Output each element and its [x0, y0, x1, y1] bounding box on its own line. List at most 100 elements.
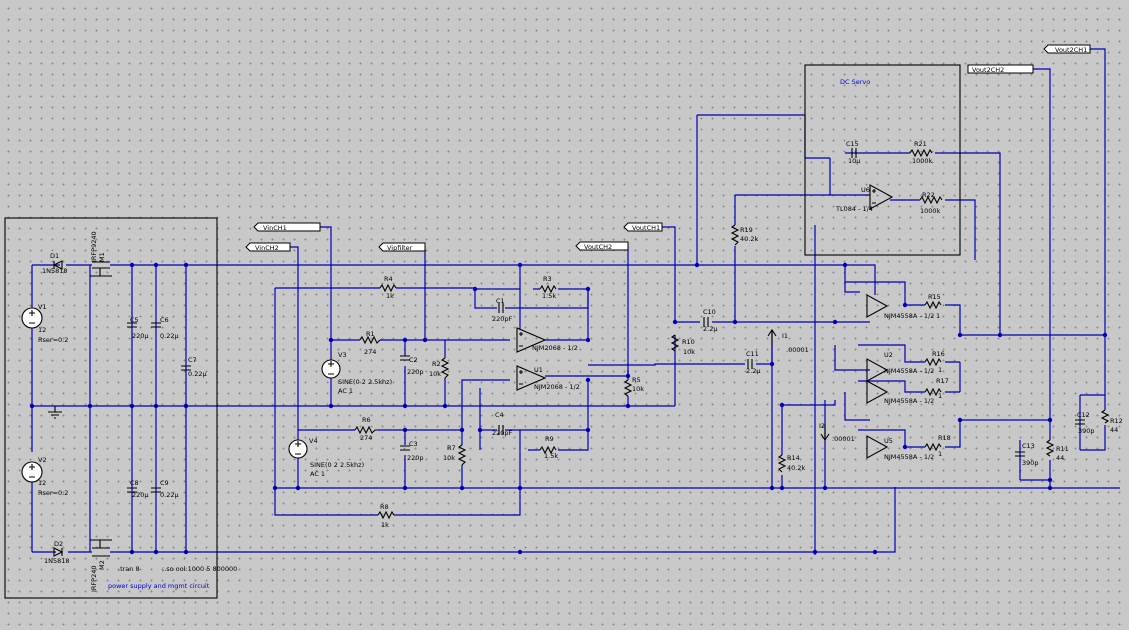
capacitor-c7-icon [181, 365, 191, 371]
r11-ref: R11 [1056, 445, 1069, 453]
c12-value: 390p [1078, 427, 1095, 435]
c8-value: 220µ [132, 491, 149, 499]
v3-extra: AC 1 [338, 387, 353, 395]
c11-value: 2.2µ [746, 367, 760, 375]
resistor-r19-icon [730, 224, 740, 246]
r9-ref: R9 [545, 435, 554, 443]
c8-ref: C8 [130, 479, 139, 487]
m1-value: IRFP9240 [90, 231, 98, 262]
c1-ref: C1 [496, 297, 505, 305]
resistor-r1-icon [359, 335, 381, 345]
c5-ref: C5 [130, 316, 139, 324]
v3-ref: V3 [338, 351, 347, 359]
i1-value: .00001 [786, 346, 809, 354]
c3-value: 220p [407, 454, 424, 462]
signal-source-v4-icon [288, 439, 308, 459]
r4-value: 1k [386, 292, 394, 300]
r15-ref: R15 [928, 293, 941, 301]
c7-ref: C7 [188, 356, 197, 364]
resistor-r7-icon [457, 444, 467, 466]
capacitor-c12-icon [1075, 419, 1085, 425]
r12-ref: R12 [1110, 417, 1123, 425]
junctions [29, 262, 1108, 555]
capacitor-c8-icon [127, 487, 137, 493]
c15-ref: C15 [846, 140, 859, 148]
opamp-b-icon [866, 380, 889, 404]
mosfet-m1-icon [90, 261, 112, 277]
capacitor-c4-icon [498, 425, 504, 435]
u2-value: NJM4558A - 1/2 [884, 367, 934, 375]
opamp-u1-icon [516, 365, 547, 391]
current-source-i2-icon [820, 425, 830, 441]
tran-directive[interactable]: .tran 8 [118, 565, 140, 573]
r5-ref: R5 [632, 376, 641, 384]
r16-value: 1 [938, 366, 942, 374]
r3-value: 1.5k [542, 292, 556, 300]
r21-value: 1000k [912, 157, 933, 165]
c13-ref: C13 [1022, 442, 1035, 450]
net-label-vout2ch2[interactable]: Vout2CH2 [967, 64, 1034, 74]
svg-text:VoutCH1: VoutCH1 [632, 224, 660, 232]
net-label-vipfilter[interactable]: Vipfilter [378, 242, 426, 252]
capacitor-c9-icon [151, 487, 161, 493]
dc-servo-block [804, 64, 961, 256]
c15-value: 10µ [848, 157, 860, 165]
r22-value: 1000k [920, 207, 941, 215]
m2-ref: M2 [98, 560, 106, 570]
r7-ref: R7 [447, 444, 456, 452]
r17-value: 1 [938, 392, 942, 400]
r6-value: 274 [360, 434, 372, 442]
r19-ref: R19 [740, 226, 753, 234]
capacitor-c5-icon [127, 322, 137, 328]
net-label-vinch1[interactable]: VinCH1 [253, 222, 321, 232]
svg-text:VoutCH2: VoutCH2 [584, 243, 612, 251]
r8-value: 1k [381, 521, 389, 529]
r12-value: 44 [1110, 426, 1118, 434]
r10-ref: R10 [682, 338, 695, 346]
svg-text:VinCH2: VinCH2 [255, 244, 279, 252]
u6-value: TL084 - 1/4 [835, 205, 873, 213]
c4-ref: C4 [495, 411, 504, 419]
net-label-voutch2[interactable]: VoutCH2 [575, 241, 629, 251]
resistor-r21-icon [909, 148, 933, 158]
resistor-r2-icon [440, 357, 450, 379]
r18-ref: R18 [938, 434, 951, 442]
net-label-vout2ch1[interactable]: Vout2CH1 [1043, 44, 1091, 54]
capacitor-c3-icon [400, 445, 410, 451]
options-directive[interactable]: ;.so ool:1000 5 800000 [162, 565, 237, 573]
r10-value: 10k [683, 348, 695, 356]
r7-value: 10k [443, 454, 455, 462]
i2-value: .00001 [832, 435, 855, 443]
net-label-vinch2[interactable]: VinCH2 [245, 242, 291, 252]
net-label-voutch1[interactable]: VoutCH1 [623, 222, 663, 232]
mosfet-m2-icon [90, 539, 112, 557]
c7-value: 0.22µ [188, 370, 207, 378]
signal-source-v3-icon [321, 359, 341, 379]
resistor-r8-icon [377, 510, 395, 520]
opamp-u2-icon [866, 358, 889, 382]
diode-d1-icon [52, 260, 63, 270]
c11-ref: C11 [746, 350, 759, 358]
d1-ref: D1 [50, 252, 59, 260]
c13-value: 390p [1022, 459, 1039, 467]
resistor-r6-icon [354, 425, 378, 435]
resistor-r11-icon [1045, 439, 1055, 457]
capacitor-c15-icon [851, 148, 857, 158]
d2-value: 1N5818 [44, 557, 70, 565]
c6-ref: C6 [160, 316, 169, 324]
c10-ref: C10 [703, 308, 716, 316]
svg-text:Vout2CH2: Vout2CH2 [972, 66, 1004, 74]
u1-value: NJM2068 - 1/2 [534, 383, 580, 391]
u-b-value: NJM4558A - 1/2 [884, 397, 934, 405]
ground-icon [48, 406, 62, 419]
r11-value: 44 [1056, 454, 1064, 462]
u-top-value: NJM2068 - 1/2 [532, 344, 578, 352]
voltage-source-v1-icon [21, 307, 43, 329]
r2-value: 10k [429, 370, 441, 378]
m1-ref: M1 [98, 252, 106, 262]
d1-value: 1N5818 [42, 267, 68, 275]
svg-text:Vipfilter: Vipfilter [387, 244, 413, 252]
opamp-u6-icon [869, 184, 894, 210]
c6-value: 0.22µ [160, 332, 179, 340]
